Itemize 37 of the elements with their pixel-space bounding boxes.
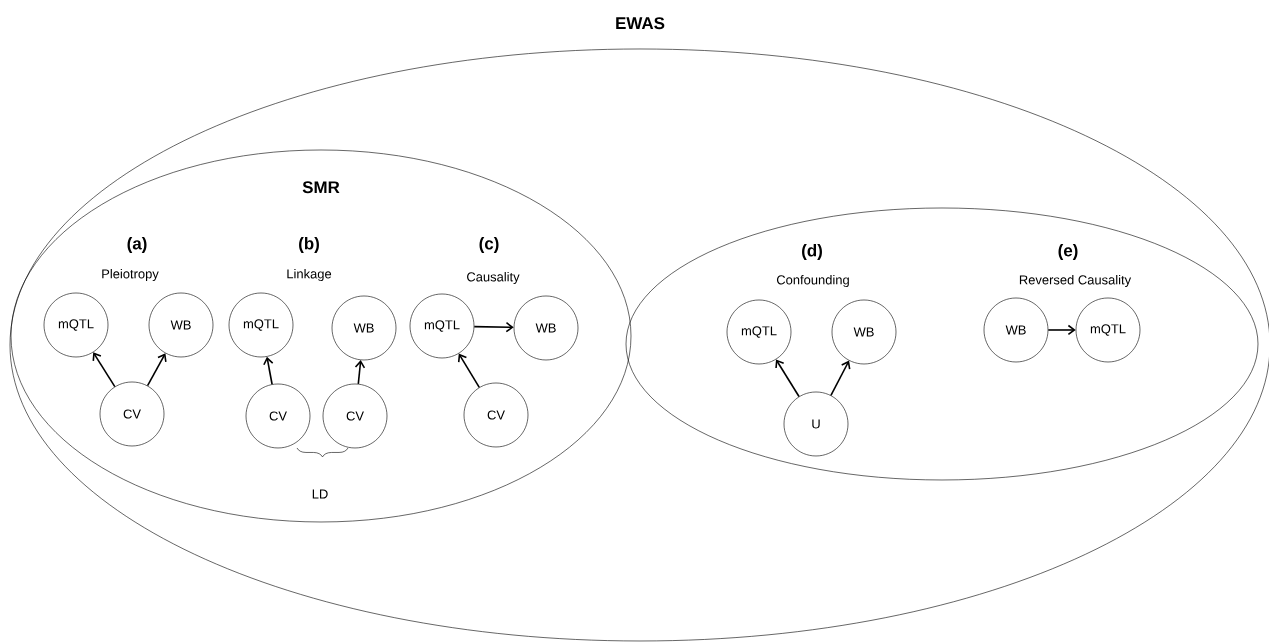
- panel-title: Causality: [467, 271, 520, 284]
- panel-letter: (b): [299, 237, 319, 253]
- circle-node: mQTL: [726, 299, 792, 365]
- panel-letter: (e): [1058, 244, 1078, 260]
- bracket-label: LD: [312, 489, 328, 499]
- circle-node: mQTL: [409, 293, 475, 359]
- ellipse: [625, 207, 1259, 481]
- panel-title: Pleiotropy: [102, 268, 159, 281]
- panel-letter: (d): [802, 244, 822, 260]
- panel-title: Linkage: [287, 268, 332, 281]
- arrow: [92, 352, 116, 388]
- circle-node: WB: [148, 292, 214, 358]
- panel-title: Reversed Causality: [1019, 274, 1132, 287]
- circle-node: CV: [463, 382, 529, 448]
- arrow: [473, 321, 514, 333]
- circle-node: CV: [322, 383, 388, 449]
- node-label: EWAS: [616, 17, 665, 30]
- arrow: [1047, 324, 1076, 336]
- arrow: [775, 359, 800, 398]
- circle-node: WB: [513, 295, 579, 361]
- circle-node: mQTL: [1075, 297, 1141, 363]
- circle-node: mQTL: [228, 292, 294, 358]
- circle-node: CV: [245, 383, 311, 449]
- arrow: [354, 360, 366, 385]
- circle-node: CV: [99, 381, 165, 447]
- circle-node: mQTL: [43, 292, 109, 358]
- panel-letter: (a): [127, 237, 147, 253]
- panel-letter: (c): [479, 237, 499, 253]
- circle-node: U: [783, 391, 849, 457]
- circle-node: WB: [831, 299, 897, 365]
- arrow: [457, 353, 481, 389]
- circle-node: WB: [331, 295, 397, 361]
- arrow: [146, 353, 167, 387]
- arrow: [830, 360, 851, 397]
- arrow: [263, 356, 274, 386]
- panel-title: Confounding: [776, 274, 849, 287]
- circle-node: WB: [983, 297, 1049, 363]
